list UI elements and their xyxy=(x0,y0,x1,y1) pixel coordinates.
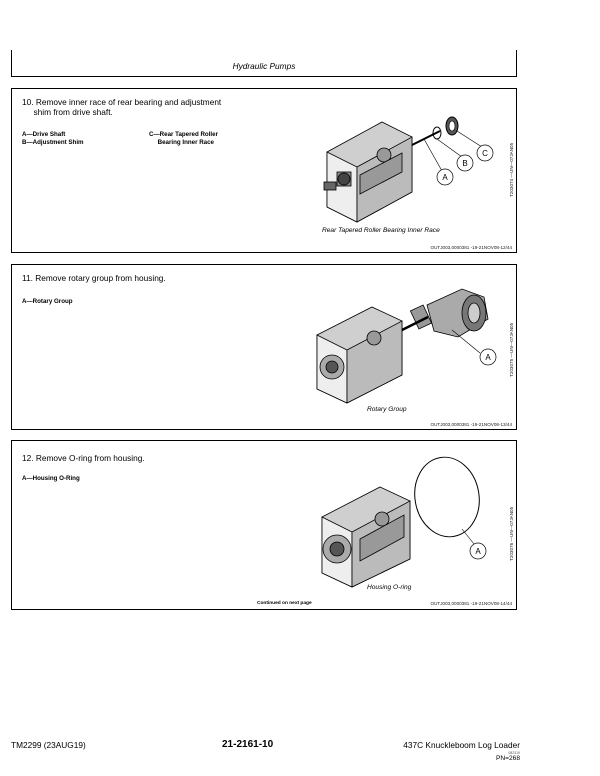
reference-code: OUTJ003,0000381 -19-21NOV08-14/44 xyxy=(430,601,512,606)
header-bottom-rule xyxy=(11,76,517,77)
svg-text:A: A xyxy=(475,547,481,556)
svg-text:A: A xyxy=(485,353,491,362)
legend-left: A—Drive Shaft B—Adjustment Shim xyxy=(22,131,84,146)
figure-code: T203076 —UN—07JAN05 xyxy=(509,506,514,561)
footer-pn: PN=268 xyxy=(495,755,520,762)
legend-right: C—Rear Tapered Roller Bearing Inner Race xyxy=(149,131,218,146)
footer-title: 437C Knuckleboom Log Loader xyxy=(403,740,520,750)
figure-caption: Rear Tapered Roller Bearing Inner Race xyxy=(322,227,440,234)
callout-b: B xyxy=(456,154,474,172)
step-section-10: 10. Remove inner race of rear bearing an… xyxy=(11,88,517,253)
figure-caption: Housing O-ring xyxy=(367,584,412,591)
step-text: 12. Remove O-ring from housing. xyxy=(22,453,145,463)
o-ring xyxy=(414,456,480,538)
pump-rotary-group-illustration: A xyxy=(316,288,497,404)
figure-code: T203074 —UN—07JAN05 xyxy=(509,142,514,197)
callout-a: A xyxy=(469,542,487,560)
callout-a: A xyxy=(436,168,454,186)
footer-manual-id: TM2299 (23AUG19) xyxy=(11,740,86,750)
header-left-rule xyxy=(11,50,12,76)
continued-note: Continued on next page xyxy=(257,601,312,606)
callout-c: C xyxy=(476,144,494,162)
step-text: 10. Remove inner race of rear bearing an… xyxy=(22,97,222,117)
pump-drive-shaft-illustration: A B C xyxy=(323,116,494,223)
section-header-title: Hydraulic Pumps xyxy=(232,61,296,71)
pump-housing-oring-illustration: A xyxy=(321,456,487,588)
figure-code: T203075 —UN—07JAN05 xyxy=(509,322,514,377)
legend-left: A—Rotary Group xyxy=(22,298,73,305)
reference-code: OUTJ003,0000381 -19-21NOV08-12/44 xyxy=(430,245,512,250)
step-section-12: 12. Remove O-ring from housing. A—Housin… xyxy=(11,440,517,610)
step-text: 11. Remove rotary group from housing. xyxy=(22,273,166,283)
svg-text:C: C xyxy=(482,149,488,158)
svg-text:A: A xyxy=(442,173,448,182)
footer-small-code: 082319 xyxy=(508,751,520,755)
svg-text:B: B xyxy=(462,159,467,168)
figure-caption: Rotary Group xyxy=(367,406,407,413)
legend-left: A—Housing O-Ring xyxy=(22,475,80,482)
step-section-11: 11. Remove rotary group from housing. A—… xyxy=(11,264,517,430)
footer-page-number: 21-2161-10 xyxy=(222,739,274,750)
callout-a: A xyxy=(479,348,497,366)
reference-code: OUTJ003,0000381 -19-21NOV08-13/44 xyxy=(430,422,512,427)
header-right-rule xyxy=(516,50,517,76)
